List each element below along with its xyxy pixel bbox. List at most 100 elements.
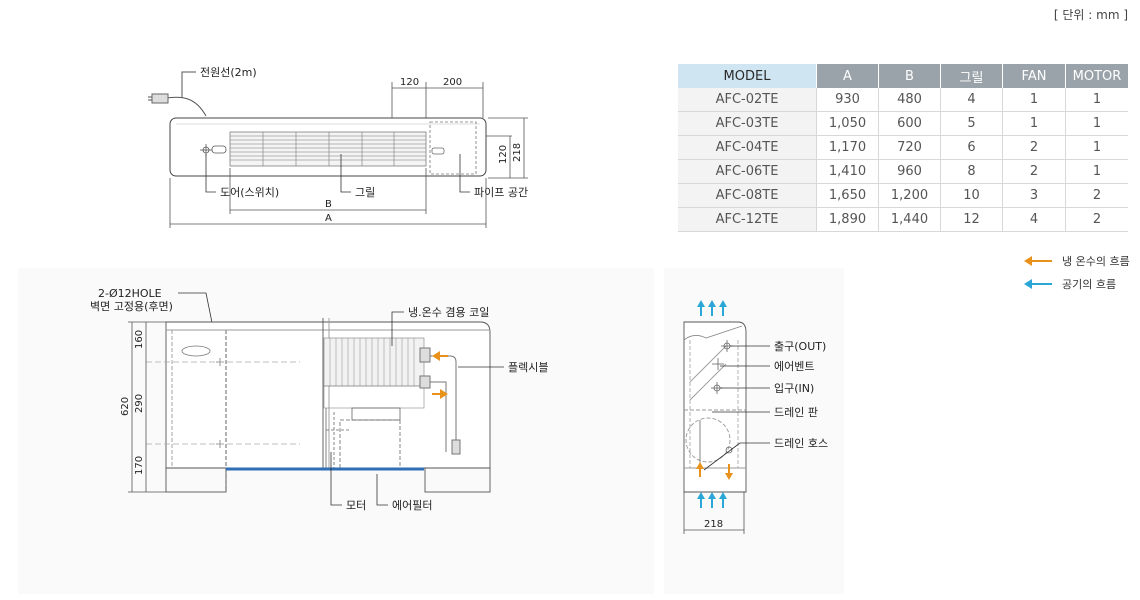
bottom-dimensions	[169, 168, 487, 228]
pipe-space-box	[429, 121, 477, 175]
drain-hose-label: 드레인 호스	[774, 437, 828, 450]
cell-motor: 1	[1065, 111, 1128, 136]
flexible-label: 플렉시블	[508, 361, 548, 374]
table-row: AFC-04TE 1,170 720 6 2 1	[678, 135, 1128, 160]
legend-water-flow-label: 냉 온수의 흐름	[1062, 255, 1130, 268]
cell-b: 1,440	[878, 207, 941, 232]
cell-b: 1,200	[878, 183, 941, 208]
front-leaders	[330, 311, 504, 506]
cell-motor: 1	[1065, 135, 1128, 160]
front-view-diagram: 2-Ø12HOLE 벽면 고정용(후면)	[90, 287, 548, 512]
inlet-label: 입구(IN)	[774, 382, 814, 395]
cell-a: 1,050	[816, 111, 879, 136]
air-vent-label: 에어벤트	[774, 360, 814, 373]
dim-b-label: B	[325, 199, 332, 210]
side-dim-218-label: 218	[704, 519, 723, 530]
coil-label: 냉.온수 겸용 코일	[408, 305, 489, 319]
cell-b: 720	[878, 135, 941, 160]
dim-160-label: 160	[134, 330, 145, 349]
dim-200-label: 200	[443, 77, 462, 88]
legend-air-flow-label: 공기의 흐름	[1062, 278, 1117, 291]
cell-b: 600	[878, 111, 941, 136]
unit-label: [ 단위 : mm ]	[1053, 8, 1128, 22]
table-row: AFC-03TE 1,050 600 5 1 1	[678, 111, 1128, 136]
dim-218-label: 218	[512, 143, 523, 162]
side-unit-body	[683, 321, 747, 493]
cell-grille: 12	[940, 207, 1003, 232]
dim-290-label: 290	[134, 394, 145, 413]
cell-model: AFC-12TE	[678, 207, 817, 232]
pipes	[419, 347, 461, 455]
col-header-b: B	[878, 64, 941, 88]
cell-motor: 1	[1065, 159, 1128, 184]
water-flow-arrows-front	[432, 351, 448, 399]
front-dimensions	[128, 321, 166, 493]
col-header-model: MODEL	[678, 64, 817, 88]
cell-fan: 1	[1002, 88, 1066, 112]
air-flow-arrow-icon	[1024, 279, 1052, 289]
side-view-diagram: 출구(OUT) 에어벤트 입구(IN) 드레인 판 드레인 호스 218	[683, 300, 828, 534]
col-header-a: A	[816, 64, 879, 88]
coil	[323, 337, 425, 387]
outlet-label: 출구(OUT)	[774, 340, 826, 353]
cell-motor: 2	[1065, 183, 1128, 208]
cell-a: 1,650	[816, 183, 879, 208]
cell-fan: 3	[1002, 183, 1066, 208]
table-row: AFC-08TE 1,650 1,200 10 3 2	[678, 183, 1128, 208]
pipe-space-label: 파이프 공간	[474, 186, 528, 199]
legend-water-flow: 냉 온수의 흐름	[1024, 253, 1130, 269]
cell-model: AFC-03TE	[678, 111, 817, 136]
hole-label-line1: 2-Ø12HOLE	[98, 287, 162, 300]
grille-label: 그릴	[355, 186, 375, 199]
col-header-fan: FAN	[1002, 64, 1066, 88]
front-switch-symbol	[181, 345, 211, 357]
cell-a: 1,170	[816, 135, 879, 160]
model-spec-table: MODEL A B 그릴 FAN MOTOR AFC-02TE 930 480 …	[678, 64, 1128, 232]
table-row: AFC-02TE 930 480 4 1 1	[678, 88, 1128, 112]
air-filter-label: 에어필터	[392, 499, 432, 512]
dim-620-label: 620	[120, 397, 131, 416]
top-leaders	[205, 154, 470, 193]
table-row: AFC-06TE 1,410 960 8 2 1	[678, 159, 1128, 184]
cell-a: 1,410	[816, 159, 879, 184]
dim-120v-label: 120	[498, 145, 509, 164]
door-switch-symbol	[200, 144, 227, 156]
cell-fan: 4	[1002, 207, 1066, 232]
table-row: AFC-12TE 1,890 1,440 12 4 2	[678, 207, 1128, 232]
top-view-diagram: 전원선(2m) 120 200 120 218	[148, 66, 528, 228]
legend-air-flow: 공기의 흐름	[1024, 276, 1116, 292]
dim-a-label: A	[325, 213, 332, 224]
col-header-motor: MOTOR	[1065, 64, 1128, 88]
power-cable	[148, 71, 207, 117]
cell-grille: 10	[940, 183, 1003, 208]
cell-a: 1,890	[816, 207, 879, 232]
table-header-row: MODEL A B 그릴 FAN MOTOR	[678, 64, 1128, 88]
side-dimension	[683, 492, 745, 534]
air-flow-arrows-bottom	[697, 492, 727, 508]
motor-label: 모터	[346, 499, 366, 512]
hole-markers	[146, 358, 300, 448]
power-cable-label: 전원선(2m)	[200, 66, 257, 79]
cell-grille: 5	[940, 111, 1003, 136]
cell-fan: 2	[1002, 135, 1066, 160]
door-label: 도어(스위치)	[220, 186, 279, 199]
cell-a: 930	[816, 88, 879, 112]
dim-170-label: 170	[134, 456, 145, 475]
water-flow-arrow-icon	[1024, 256, 1052, 266]
col-header-grille: 그릴	[940, 64, 1003, 88]
cell-motor: 2	[1065, 207, 1128, 232]
cell-b: 480	[878, 88, 941, 112]
grille	[229, 131, 427, 167]
drain-pan-label: 드레인 판	[774, 406, 818, 419]
side-leaders	[703, 345, 770, 471]
cell-model: AFC-02TE	[678, 88, 817, 112]
cell-model: AFC-06TE	[678, 159, 817, 184]
dim-120-label: 120	[400, 77, 419, 88]
cell-fan: 2	[1002, 159, 1066, 184]
hole-label-line2: 벽면 고정용(후면)	[90, 300, 173, 313]
water-flow-arrows-side	[696, 462, 733, 480]
cell-fan: 1	[1002, 111, 1066, 136]
air-flow-arrows-top	[697, 300, 727, 316]
cell-grille: 4	[940, 88, 1003, 112]
side-pipe-markers	[699, 340, 733, 470]
